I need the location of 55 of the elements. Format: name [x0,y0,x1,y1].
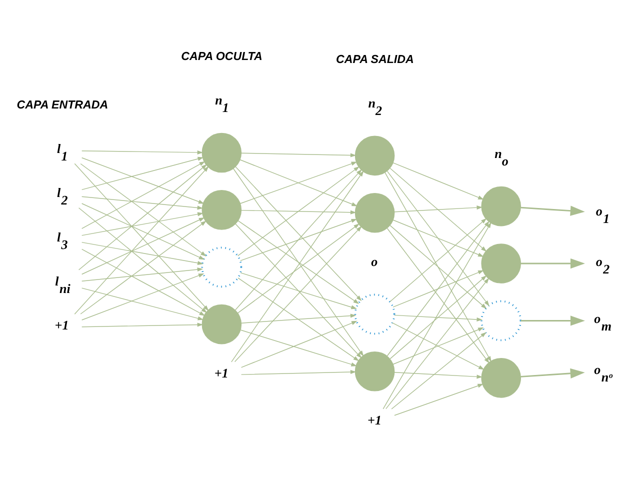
arrow [392,162,484,200]
arrow [81,156,204,190]
arrow [390,224,487,308]
arrow [81,160,206,228]
arrow [240,152,356,157]
node-text: +1 [368,412,382,428]
arrow [390,167,487,252]
arrow [392,270,484,307]
arrow [386,170,490,306]
node-text: +1 [214,364,228,380]
arrow [81,156,204,204]
arrow [81,248,206,316]
arrow [80,220,206,314]
arrow [81,216,205,274]
arrow [520,205,585,216]
arrow [240,272,357,309]
arrow [78,164,208,270]
label: CAPA OCULTA [181,50,262,62]
arrow [81,241,204,264]
arrow [391,332,486,409]
arrow [81,212,204,236]
label: o [371,253,378,268]
arrow [81,150,204,154]
arrow [520,368,585,378]
arrow [81,267,204,282]
arrow [81,196,204,210]
arrow [394,383,484,416]
arrow [240,313,356,323]
node-text: +1 [54,317,69,332]
arrow [240,209,356,214]
arrow [394,314,483,322]
arrow [81,202,205,260]
arrow [392,219,484,256]
arrow [390,218,487,302]
arrow [520,258,585,268]
arrow [237,166,360,256]
arrow [384,172,492,362]
arrow [240,369,356,374]
arrow [81,272,204,320]
arrow [240,218,358,261]
label: CAPA ENTRADA [16,98,108,111]
arrow [386,277,490,409]
label: CAPA SALIDA [336,53,414,66]
arrow [238,277,360,361]
arrow [382,222,492,409]
arrow [240,329,357,366]
arrow [78,207,208,312]
arrow [81,287,204,320]
arrow [240,320,358,368]
arrow [394,205,483,212]
arrow [390,274,487,359]
arrow [394,372,483,378]
arrow [81,322,204,327]
arrow [80,162,206,256]
arrow [520,315,585,326]
